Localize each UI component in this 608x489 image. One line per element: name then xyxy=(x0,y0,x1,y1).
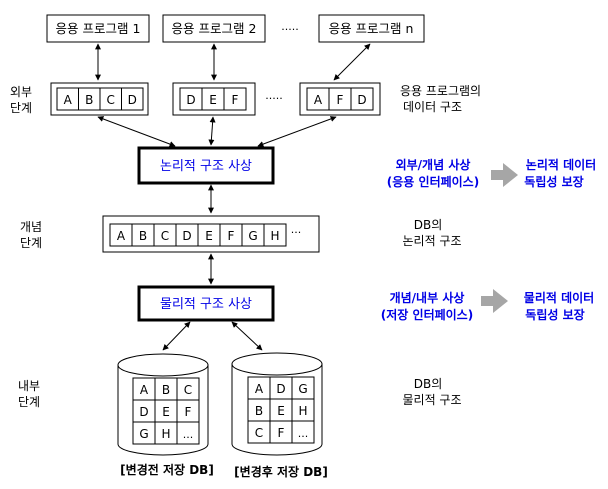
svg-text:데이터 구조: 데이터 구조 xyxy=(403,100,462,114)
svg-text:A: A xyxy=(140,383,149,397)
svg-text:B: B xyxy=(162,383,170,397)
svg-text:단계: 단계 xyxy=(18,395,40,409)
svg-text:G: G xyxy=(248,229,257,243)
svg-text:F: F xyxy=(232,93,239,107)
svg-text:외부: 외부 xyxy=(10,85,32,99)
app-box-n: 응용 프로그램 n xyxy=(318,14,425,43)
svg-text:단계: 단계 xyxy=(10,101,32,115)
svg-text:E: E xyxy=(209,93,217,107)
app-box-1: 응용 프로그램 1 xyxy=(46,14,150,43)
db-before-caption: [변경전 저장 DB] xyxy=(120,462,214,477)
svg-text:B: B xyxy=(85,93,93,107)
gray-arrow-icon xyxy=(491,163,518,187)
app-ellipsis: ····· xyxy=(281,23,298,36)
svg-text:E: E xyxy=(162,405,170,419)
svg-text:DB의: DB의 xyxy=(414,218,443,232)
svg-text:A: A xyxy=(255,382,264,396)
svg-text:물리적 구조: 물리적 구조 xyxy=(402,393,461,407)
svg-text:A: A xyxy=(314,93,323,107)
svg-text:E: E xyxy=(277,404,285,418)
db-after-caption: [변경후 저장 DB] xyxy=(234,464,328,479)
conceptual-description: DB의 논리적 구조 xyxy=(402,218,461,248)
external-level-label: 외부 단계 xyxy=(10,85,32,115)
app-box-n-label: 응용 프로그램 n xyxy=(329,21,414,36)
svg-text:단계: 단계 xyxy=(20,236,42,250)
svg-text:D: D xyxy=(182,229,191,243)
mapping-db-arrows xyxy=(162,321,263,351)
svg-text:F: F xyxy=(228,229,235,243)
svg-text:물리적 데이터: 물리적 데이터 xyxy=(524,290,594,305)
svg-text:D: D xyxy=(128,93,137,107)
app-box-1-label: 응용 프로그램 1 xyxy=(56,21,141,36)
svg-text:C: C xyxy=(107,93,115,107)
svg-text:G: G xyxy=(298,382,307,396)
physical-mapping-box: 물리적 구조 사상 xyxy=(137,285,275,322)
logical-independence-note: 외부/개념 사상 (응용 인터페이스) 논리적 데이터 독립성 보장 xyxy=(387,157,596,189)
internal-description: DB의 물리적 구조 xyxy=(402,377,461,407)
svg-text:DB의: DB의 xyxy=(414,377,443,391)
svg-text:...: ... xyxy=(298,427,309,440)
app-box-2-label: 응용 프로그램 2 xyxy=(172,21,257,36)
svg-text:H: H xyxy=(270,229,279,243)
svg-text:...: ... xyxy=(183,428,194,441)
svg-text:F: F xyxy=(185,405,192,419)
svg-text:B: B xyxy=(139,229,147,243)
svg-text:B: B xyxy=(255,404,263,418)
record-ellipsis: ····· xyxy=(265,92,282,105)
svg-text:(응용 인터페이스): (응용 인터페이스) xyxy=(387,174,479,189)
gray-arrow-icon xyxy=(481,289,508,313)
svg-text:개념/내부 사상: 개념/내부 사상 xyxy=(390,290,465,305)
svg-text:독립성 보장: 독립성 보장 xyxy=(524,175,583,189)
external-description: 응용 프로그램의 데이터 구조 xyxy=(400,84,481,114)
record-mapping-arrows xyxy=(97,116,337,147)
svg-text:A: A xyxy=(64,93,73,107)
svg-text:C: C xyxy=(161,229,169,243)
external-record-3: A F D xyxy=(299,82,381,116)
svg-text:H: H xyxy=(161,427,170,441)
svg-text:C: C xyxy=(184,383,192,397)
physical-independence-note: 개념/내부 사상 (저장 인터페이스) 물리적 데이터 독립성 보장 xyxy=(381,289,594,322)
internal-level-label: 내부 단계 xyxy=(18,379,40,409)
svg-text:D: D xyxy=(186,93,195,107)
svg-text:응용 프로그램의: 응용 프로그램의 xyxy=(400,84,481,98)
svg-text:A: A xyxy=(117,229,126,243)
svg-text:F: F xyxy=(337,93,344,107)
app-box-2: 응용 프로그램 2 xyxy=(162,14,266,43)
svg-text:H: H xyxy=(298,404,307,418)
db-after-cylinder: A D G B E H C F ... xyxy=(231,352,323,456)
svg-text:독립성 보장: 독립성 보장 xyxy=(525,308,584,322)
conceptual-level-label: 개념 단계 xyxy=(20,220,42,250)
svg-text:C: C xyxy=(255,426,263,440)
svg-text:E: E xyxy=(205,229,213,243)
external-record-2: D E F xyxy=(172,82,256,116)
svg-text:내부: 내부 xyxy=(18,379,40,393)
app-record-arrows xyxy=(95,43,371,81)
physical-mapping-label: 물리적 구조 사상 xyxy=(160,297,252,312)
external-record-1: A B C D xyxy=(50,82,149,116)
svg-text:D: D xyxy=(276,382,285,396)
svg-text:···: ··· xyxy=(291,226,302,239)
conceptual-record: A B C D E F G H ··· xyxy=(102,215,320,253)
svg-text:개념: 개념 xyxy=(20,220,42,234)
svg-text:D: D xyxy=(139,405,148,419)
svg-text:F: F xyxy=(278,426,285,440)
svg-text:G: G xyxy=(139,427,148,441)
db-before-cylinder: A B C D E F G H ... xyxy=(117,353,209,456)
svg-text:D: D xyxy=(357,93,366,107)
svg-text:(저장 인터페이스): (저장 인터페이스) xyxy=(381,307,473,322)
svg-text:논리적 데이터: 논리적 데이터 xyxy=(526,157,596,172)
logical-mapping-label: 논리적 구조 사상 xyxy=(160,159,252,174)
svg-text:외부/개념 사상: 외부/개념 사상 xyxy=(396,157,471,172)
svg-text:논리적 구조: 논리적 구조 xyxy=(402,234,461,248)
logical-mapping-box: 논리적 구조 사상 xyxy=(137,146,275,185)
